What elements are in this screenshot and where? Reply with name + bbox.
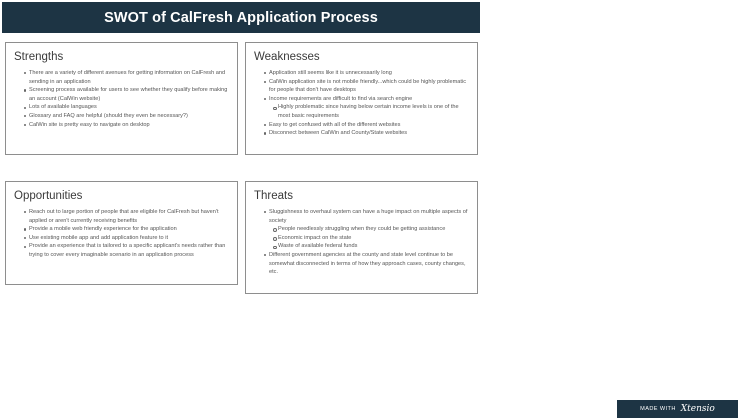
list-item: Screening process available for users to… xyxy=(24,86,229,103)
list-item: Easy to get confused with all of the dif… xyxy=(264,121,469,130)
threats-list: Sluggishness to overhaul system can have… xyxy=(254,208,469,277)
list-item: Disconnect between CalWin and County/Sta… xyxy=(264,129,469,138)
strengths-list: There are a variety of different avenues… xyxy=(14,69,229,129)
threats-heading: Threats xyxy=(254,190,293,202)
list-item: Reach out to large portion of people tha… xyxy=(24,208,229,225)
list-item: CalWin site is pretty easy to navigate o… xyxy=(24,121,229,130)
sub-list-item: Highly problematic since having below ce… xyxy=(264,103,469,120)
list-item: Income requirements are difficult to fin… xyxy=(264,95,469,104)
list-item: There are a variety of different avenues… xyxy=(24,69,229,86)
threats-card: Threats Sluggishness to overhaul system … xyxy=(245,181,478,294)
list-item: Sluggishness to overhaul system can have… xyxy=(264,208,469,225)
made-with-label: MADE WITH xyxy=(640,406,676,412)
opportunities-card: Opportunities Reach out to large portion… xyxy=(5,181,238,285)
list-item: Application still seems like it is unnec… xyxy=(264,69,469,78)
list-item: Provide a mobile web friendly experience… xyxy=(24,225,229,234)
weaknesses-heading: Weaknesses xyxy=(254,51,320,63)
opportunities-list: Reach out to large portion of people tha… xyxy=(14,208,229,260)
sub-list-item: People needlessly struggling when they c… xyxy=(264,225,469,234)
list-item: Use existing mobile app and add applicat… xyxy=(24,234,229,243)
weaknesses-card: Weaknesses Application still seems like … xyxy=(245,42,478,155)
list-item: Different government agencies at the cou… xyxy=(264,251,469,277)
list-item: Provide an experience that is tailored t… xyxy=(24,242,229,259)
made-with-xtensio-badge[interactable]: MADE WITH Xtensio xyxy=(617,400,738,418)
weaknesses-list: Application still seems like it is unnec… xyxy=(254,69,469,138)
page-title: SWOT of CalFresh Application Process xyxy=(2,2,480,33)
list-item: CalWin application site is not mobile fr… xyxy=(264,78,469,95)
strengths-card: Strengths There are a variety of differe… xyxy=(5,42,238,155)
list-item: Lots of available languages xyxy=(24,103,229,112)
list-item: Glossary and FAQ are helpful (should the… xyxy=(24,112,229,121)
page-title-text: SWOT of CalFresh Application Process xyxy=(104,9,378,26)
opportunities-heading: Opportunities xyxy=(14,190,83,202)
sub-list-item: Economic impact on the state xyxy=(264,234,469,243)
sub-list-item: Waste of available federal funds xyxy=(264,242,469,251)
xtensio-logo-text: Xtensio xyxy=(680,404,715,414)
strengths-heading: Strengths xyxy=(14,51,64,63)
